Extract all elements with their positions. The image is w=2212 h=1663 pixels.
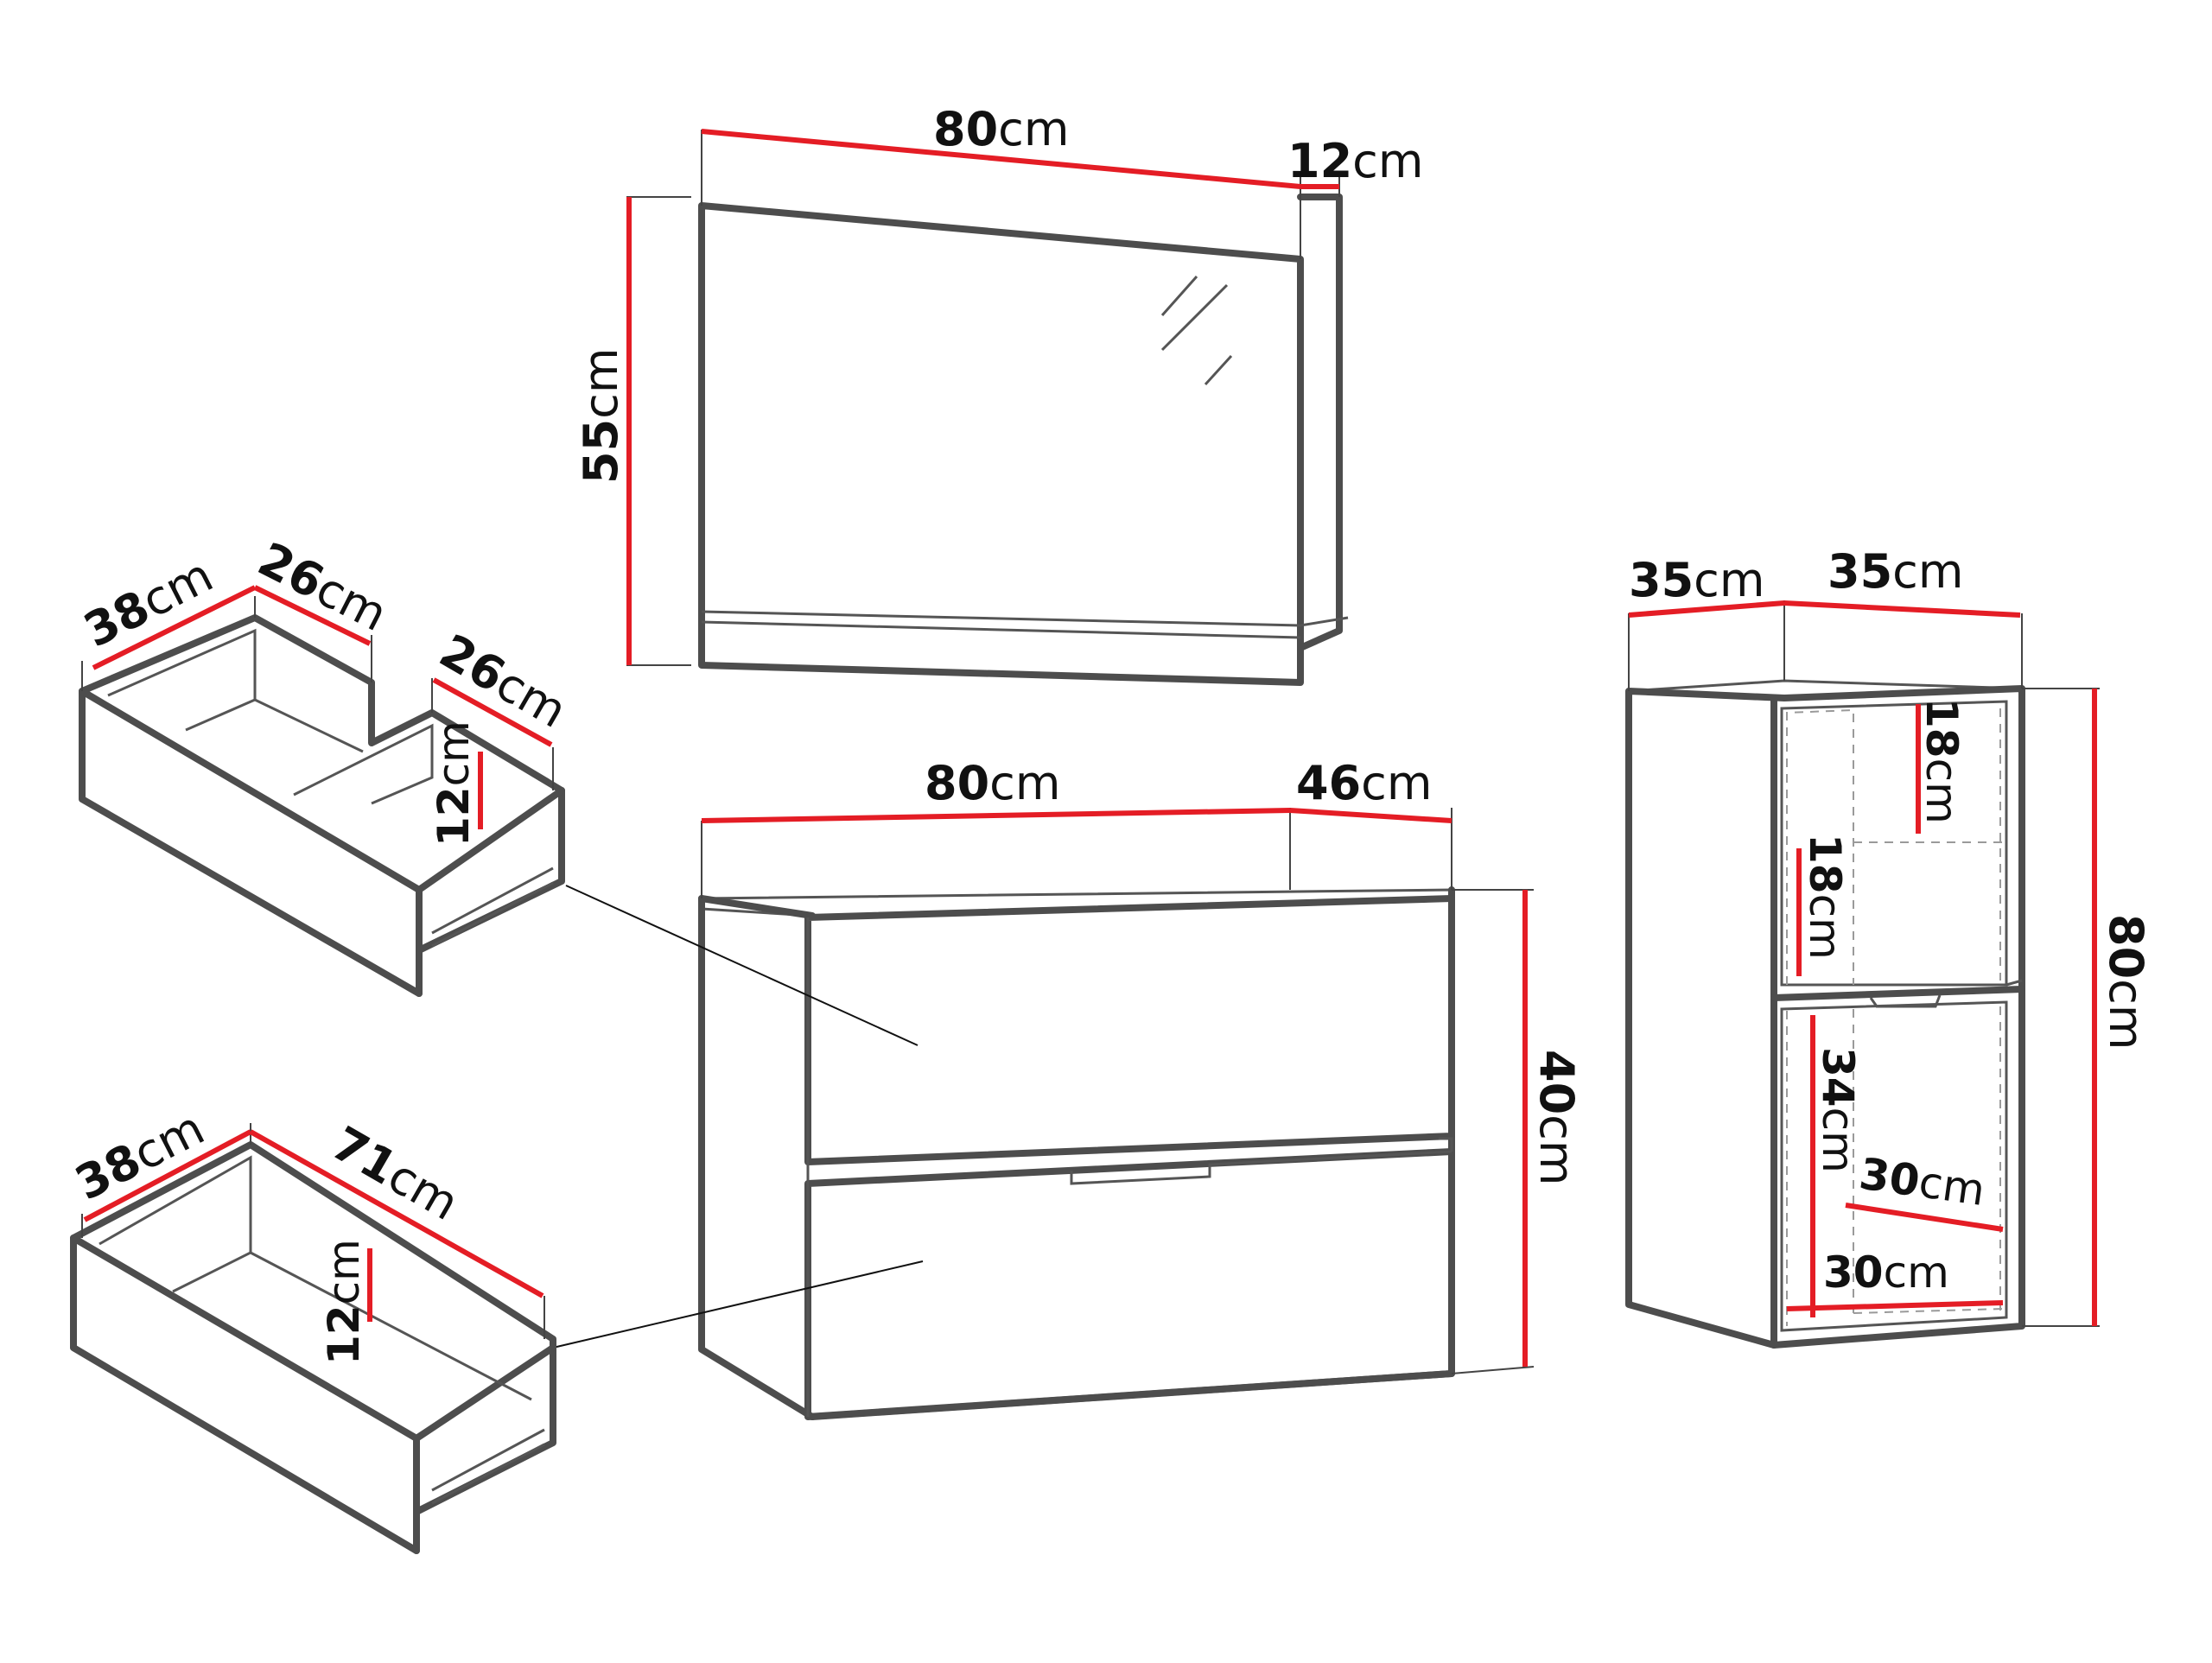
tall-cabinet-shelf-lower-label: 18cm [1800,834,1850,960]
tall-cabinet-depth-label: 35cm [1827,544,1963,599]
tall-cabinet-inner-width-line [1845,1203,2004,1232]
mirror-glare-mark [1160,276,1233,386]
vanity-height-label: 40cm [1529,1050,1584,1185]
vanity-width-label: 80cm [925,756,1060,810]
mirror-dimensions: 80cm 12cm 55cm [574,102,1423,666]
upper-drawer-compartment-a-line [253,585,372,646]
lower-drawer-width-line [249,1129,544,1298]
upper-drawer-leader [565,885,918,1046]
upper-drawer-compartment-b-line [432,677,553,747]
vanity-depth-line [1289,808,1452,823]
tall-cabinet-inner-width-label: 30cm [1856,1148,1987,1216]
upper-drawer-height-label: 12cm [429,720,479,847]
upper-drawer-depth-line [92,585,257,670]
lower-drawer-drawing [70,1141,556,1554]
vanity-drawing [698,886,1455,1420]
mirror-width-line [701,129,1301,189]
tall-cabinet-width-line [1628,600,1785,618]
vanity-width-line [701,808,1291,823]
lower-drawer-dimensions: 38cm 71cm 12cm [67,1101,545,1365]
tall-cabinet-inner-depth-label: 30cm [1823,1247,1949,1298]
mirror-width-label: 80cm [933,102,1069,156]
upper-drawer-drawing [79,614,565,997]
lower-drawer-height-label: 12cm [319,1239,369,1365]
lower-drawer-leader [552,1260,924,1349]
vanity-dimensions: 80cm 46cm 40cm [701,756,1584,1374]
tall-cabinet-width-label: 35cm [1629,553,1764,607]
mirror-height-label: 55cm [574,348,628,484]
vanity-depth-label: 46cm [1296,756,1432,810]
upper-drawer-dimensions: 38cm 26cm 26cm 12cm [75,531,575,847]
tall-cabinet-inner-height-label: 34cm [1813,1047,1863,1173]
lower-drawer-depth-line [83,1129,252,1222]
tall-cabinet-inner-depth-line [1786,1300,2004,1311]
tall-cabinet-depth-line [1783,600,2021,618]
tall-cabinet-height-label: 80cm [2099,914,2153,1050]
lower-drawer-depth-label: 38cm [67,1101,213,1211]
tall-cabinet-shelf-upper-label: 18cm [1916,698,1967,824]
mirror-drawing [698,194,1349,686]
tall-cabinet-dimensions: 35cm 35cm 80cm 18cm 18cm 34cm 30cm 30cm [1628,544,2153,1327]
mirror-depth-label: 12cm [1287,134,1423,188]
